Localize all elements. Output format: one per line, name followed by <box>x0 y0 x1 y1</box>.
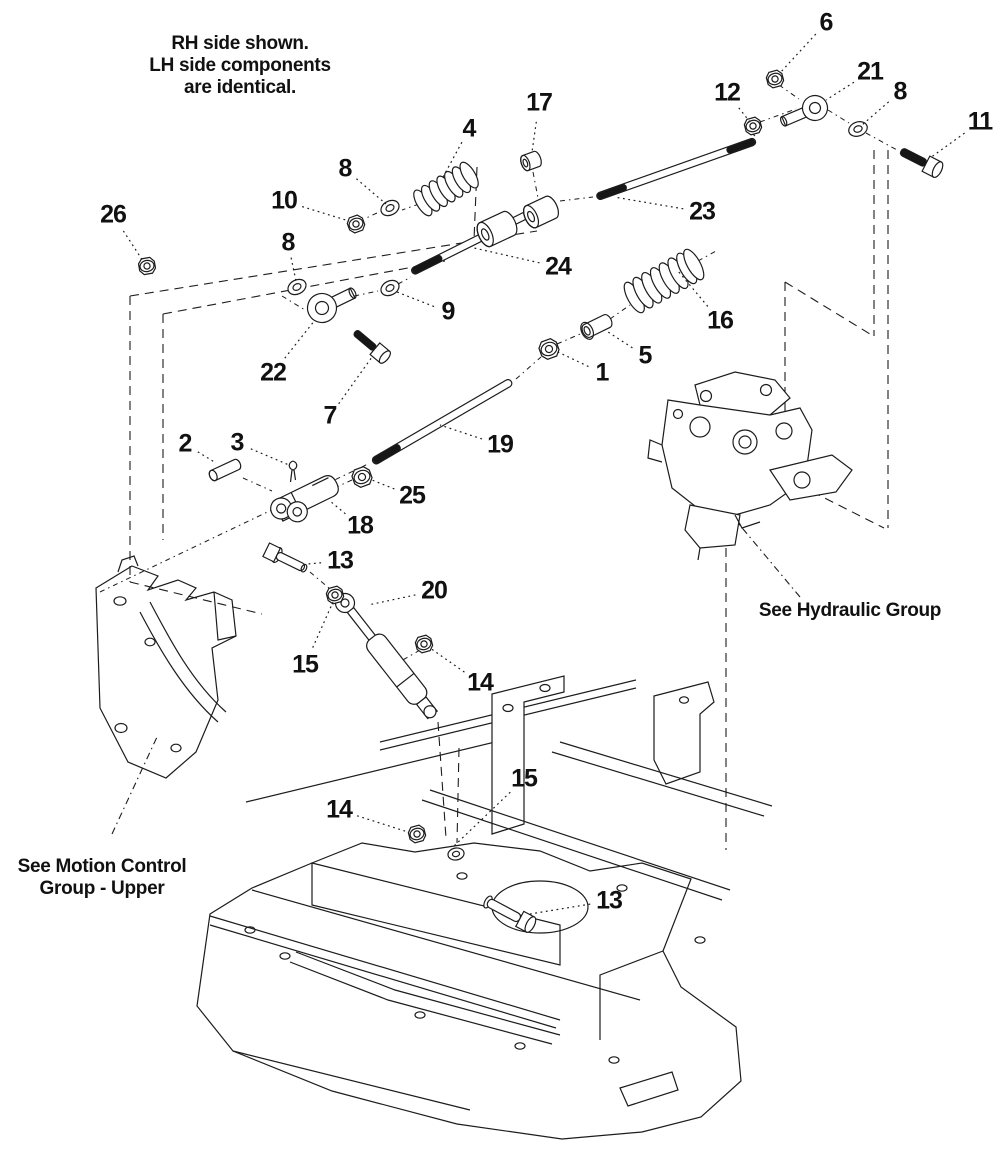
callout-19: 19 <box>487 430 514 459</box>
bolt-11 <box>897 143 945 179</box>
note-line: RH side shown. <box>171 33 309 54</box>
pin-2 <box>208 458 243 482</box>
callout-7: 7 <box>323 401 338 430</box>
note-hydraulic-group-text: See Hydraulic Group <box>758 600 942 621</box>
callout-24: 24 <box>545 252 572 281</box>
spacer-bushings-24 <box>474 194 562 249</box>
damper-20 <box>336 594 443 724</box>
nut-14-lower <box>406 823 428 845</box>
washer-8b <box>377 196 403 220</box>
callout-8c: 8 <box>281 228 296 257</box>
callout-9: 9 <box>441 297 456 326</box>
callout-17: 17 <box>526 88 553 117</box>
nut-25 <box>349 464 375 490</box>
callout-20: 20 <box>421 576 448 605</box>
callout-15b: 15 <box>511 764 538 793</box>
nut-12 <box>742 115 764 137</box>
chassis-frame <box>197 843 741 1139</box>
callout-15a: 15 <box>292 650 319 679</box>
note-line: Group - Upper <box>39 878 165 899</box>
callout-22: 22 <box>260 358 287 387</box>
callout-25: 25 <box>399 481 426 510</box>
washer-9 <box>377 276 403 300</box>
callout-1: 1 <box>595 358 610 387</box>
callout-8b: 8 <box>338 154 353 183</box>
callout-3: 3 <box>230 428 245 457</box>
callout-2: 2 <box>178 429 193 458</box>
spring-4 <box>410 160 482 219</box>
clevis-18 <box>267 472 345 531</box>
control-rod-23 <box>596 138 757 201</box>
nut-10 <box>345 213 367 235</box>
washer-8a <box>846 118 870 140</box>
callout-5: 5 <box>638 341 653 370</box>
bolt-13-lower <box>481 893 538 934</box>
callout-14a: 14 <box>467 668 494 697</box>
callout-10: 10 <box>271 186 298 215</box>
note-line: LH side components <box>149 55 331 76</box>
callout-4: 4 <box>462 114 477 143</box>
callout-12: 12 <box>714 78 741 107</box>
callout-6: 6 <box>819 8 834 37</box>
note-hydraulic-group: See Hydraulic Group <box>758 600 942 622</box>
motion-control-bracket <box>96 556 236 778</box>
cotter-pin-3 <box>289 461 297 482</box>
rod-end-22 <box>303 279 362 328</box>
callout-18: 18 <box>347 511 374 540</box>
callout-23: 23 <box>689 197 716 226</box>
washer-15-lower <box>446 846 466 862</box>
callout-13b: 13 <box>596 886 623 915</box>
callout-21: 21 <box>857 57 884 86</box>
callout-14b: 14 <box>326 795 353 824</box>
washer-8c <box>284 275 310 299</box>
bolt-13-upper <box>263 543 310 577</box>
nut-26 <box>137 256 157 276</box>
phantom-lines <box>100 85 897 850</box>
note-line: are identical. <box>184 77 296 98</box>
callout-8a: 8 <box>893 77 908 106</box>
bolt-7 <box>350 326 392 365</box>
callout-13a: 13 <box>327 546 354 575</box>
note-line: See Motion Control <box>17 856 187 877</box>
callout-26: 26 <box>100 200 127 229</box>
spring-16 <box>620 246 707 315</box>
nut-14 <box>413 633 435 655</box>
hydraulic-pump <box>648 372 852 560</box>
callout-16: 16 <box>707 306 734 335</box>
rod-end-21 <box>776 92 831 134</box>
bushing-17 <box>519 150 543 172</box>
bushing-5 <box>578 311 615 341</box>
nut-6 <box>764 68 786 90</box>
callout-11: 11 <box>967 107 993 136</box>
